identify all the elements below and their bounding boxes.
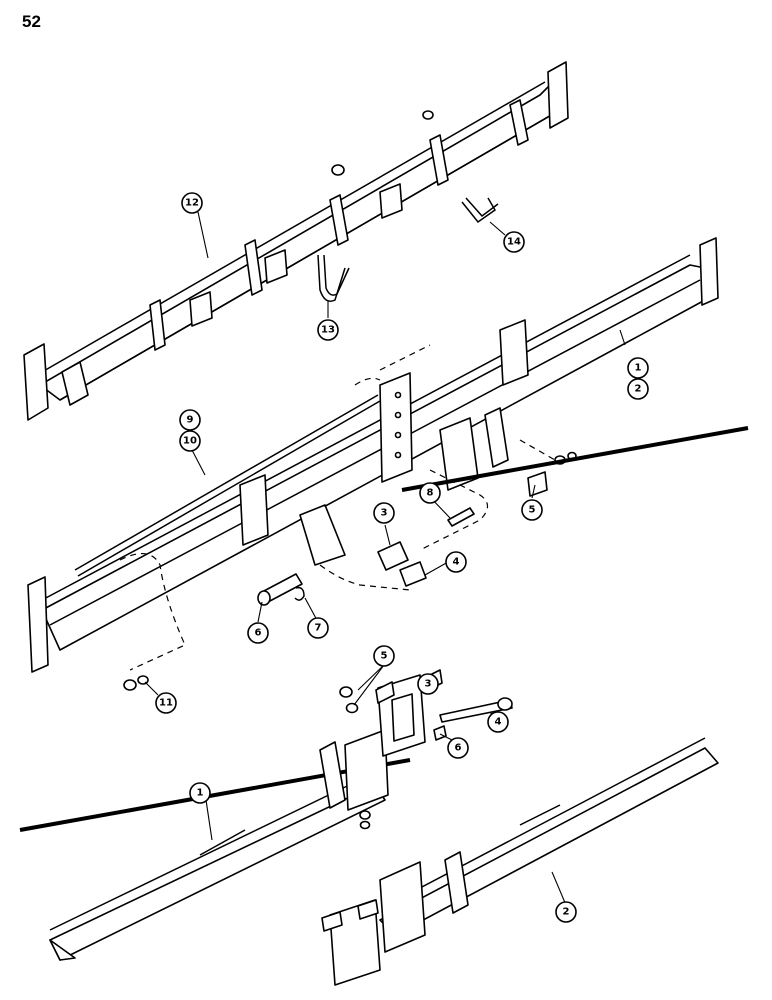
- svg-text:11: 11: [159, 698, 173, 709]
- callout-4: 4: [445, 551, 467, 573]
- separator-lower: [19, 758, 411, 832]
- svg-text:1: 1: [635, 363, 642, 374]
- callout-1: 1: [627, 357, 649, 379]
- callout-6: 6: [247, 622, 269, 644]
- callout-3: 3: [373, 502, 395, 524]
- svg-text:10: 10: [183, 436, 197, 447]
- svg-text:8: 8: [427, 488, 434, 499]
- callout-lower-6: 6: [447, 737, 469, 759]
- nut-washer-11: [123, 675, 149, 691]
- lower-frame-2: [321, 737, 719, 986]
- callout-lower-4: 4: [487, 711, 509, 733]
- page-number: 52: [22, 12, 41, 31]
- callout-lower-3: 3: [417, 673, 439, 695]
- bushing-3: [377, 541, 409, 571]
- svg-text:1: 1: [197, 788, 204, 799]
- separator-upper: [401, 426, 749, 492]
- main-frame: [27, 237, 719, 673]
- u-bolt-13: [317, 254, 350, 302]
- callout-8: 8: [419, 482, 441, 504]
- bushing-4: [399, 561, 427, 587]
- svg-text:4: 4: [495, 717, 502, 728]
- svg-text:2: 2: [635, 384, 642, 395]
- svg-text:12: 12: [185, 198, 199, 209]
- brace-rod: [74, 394, 381, 577]
- callout-lower-1: 1: [189, 782, 211, 804]
- svg-text:5: 5: [529, 505, 536, 516]
- svg-text:2: 2: [563, 907, 570, 918]
- svg-text:9: 9: [187, 415, 194, 426]
- tool-bar-12: [23, 61, 569, 421]
- svg-text:5: 5: [381, 651, 388, 662]
- callout-12: 12: [181, 192, 203, 214]
- leader-lines: [144, 211, 626, 906]
- callout-lower-5: 5: [373, 645, 395, 667]
- callout-2: 2: [627, 378, 649, 400]
- svg-text:14: 14: [507, 237, 521, 248]
- callout-9: 9: [179, 409, 201, 431]
- callout-14: 14: [503, 231, 525, 253]
- clip-7: [294, 586, 305, 601]
- u-bolt-14: [461, 197, 499, 224]
- pin-6: [257, 573, 303, 606]
- svg-text:3: 3: [381, 508, 388, 519]
- lower-hitch-assembly: [339, 669, 513, 757]
- callout-13: 13: [317, 319, 339, 341]
- callout-5: 5: [521, 499, 543, 521]
- lower-frame-1: [49, 729, 389, 961]
- callout-7: 7: [307, 617, 329, 639]
- callout-10: 10: [179, 430, 201, 452]
- svg-text:7: 7: [315, 623, 322, 634]
- svg-text:3: 3: [425, 679, 432, 690]
- callout-11: 11: [155, 692, 177, 714]
- svg-text:13: 13: [321, 325, 335, 336]
- bolt-8: [447, 507, 475, 527]
- svg-text:6: 6: [455, 743, 462, 754]
- svg-text:6: 6: [255, 628, 262, 639]
- callout-lower-2: 2: [555, 901, 577, 923]
- spacer-5: [527, 451, 577, 497]
- svg-text:4: 4: [453, 557, 460, 568]
